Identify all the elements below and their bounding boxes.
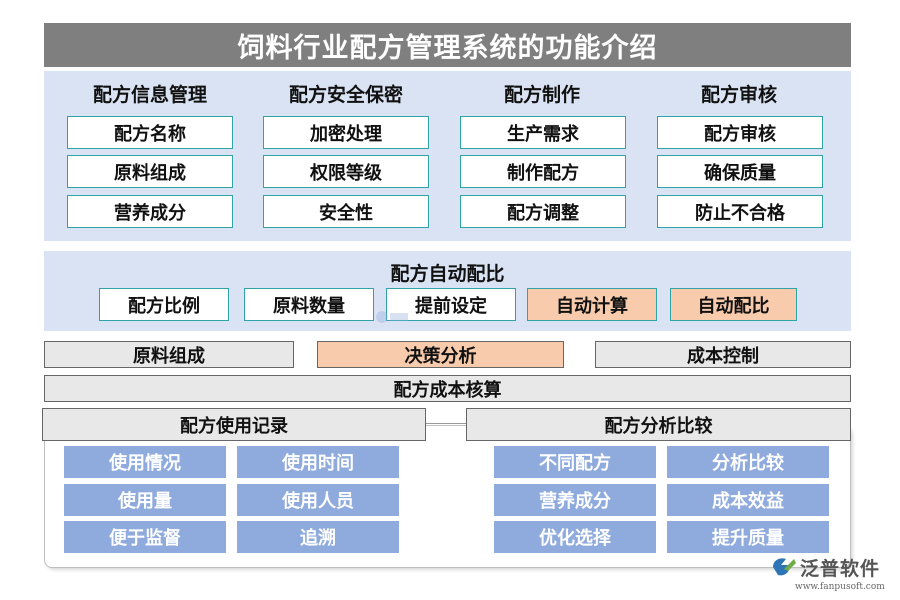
box-recipe-review: 配方审核: [657, 116, 823, 149]
watermark-icon: [374, 308, 410, 326]
box-make-recipe: 制作配方: [460, 155, 626, 188]
box-recipe-name: 配方名称: [67, 116, 233, 149]
box-recipe-adjust: 配方调整: [460, 195, 626, 228]
box-cost-benefit: 成本效益: [667, 484, 829, 516]
box-ingredient-quantity: 原料数量: [244, 288, 374, 321]
box-optimize-choice: 优化选择: [494, 521, 656, 553]
fanpu-logo-icon: [773, 558, 796, 576]
box-different-recipes: 不同配方: [494, 446, 656, 478]
column-header-security: 配方安全保密: [288, 84, 403, 106]
usage-record-header: 配方使用记录: [42, 408, 426, 441]
analysis-compare-header: 配方分析比较: [466, 408, 851, 441]
box-ensure-quality: 确保质量: [657, 155, 823, 188]
box-raw-material: 原料组成: [44, 341, 294, 368]
auto-ratio-title: 配方自动配比: [390, 263, 505, 285]
box-prevent-defects: 防止不合格: [657, 195, 823, 228]
column-header-review: 配方审核: [700, 84, 777, 106]
cost-accounting-bar: 配方成本核算: [44, 375, 851, 402]
box-analysis-compare: 分析比较: [667, 446, 829, 478]
box-decision-analysis: 决策分析: [317, 341, 564, 368]
brand-url: www.fanpusoft.com: [795, 582, 885, 592]
box-traceability: 追溯: [237, 521, 399, 553]
column-header-info: 配方信息管理: [92, 84, 207, 106]
box-encryption: 加密处理: [263, 116, 429, 149]
box-ingredient-composition: 原料组成: [67, 155, 233, 188]
box-security: 安全性: [263, 195, 429, 228]
box-improve-quality: 提升质量: [667, 521, 829, 553]
column-header-production: 配方制作: [503, 84, 580, 106]
box-production-demand: 生产需求: [460, 116, 626, 149]
box-nutrient-analysis: 营养成分: [494, 484, 656, 516]
box-usage-amount: 使用量: [64, 484, 226, 516]
box-usage-time: 使用时间: [237, 446, 399, 478]
box-usage-personnel: 使用人员: [237, 484, 399, 516]
brand-name: 泛普软件: [800, 557, 881, 580]
brand-logo: 泛普软件: [770, 552, 892, 582]
box-supervision: 便于监督: [64, 521, 226, 553]
section-connector: [426, 423, 466, 424]
box-cost-control: 成本控制: [595, 341, 851, 368]
page-title: 饲料行业配方管理系统的功能介绍: [44, 23, 851, 67]
box-preset: 提前设定: [386, 288, 516, 321]
box-usage-status: 使用情况: [64, 446, 226, 478]
box-auto-calculate: 自动计算: [527, 288, 657, 321]
box-permission-level: 权限等级: [263, 155, 429, 188]
box-auto-ratio: 自动配比: [670, 288, 797, 321]
box-recipe-ratio: 配方比例: [99, 288, 229, 321]
box-nutrients: 营养成分: [67, 195, 233, 228]
